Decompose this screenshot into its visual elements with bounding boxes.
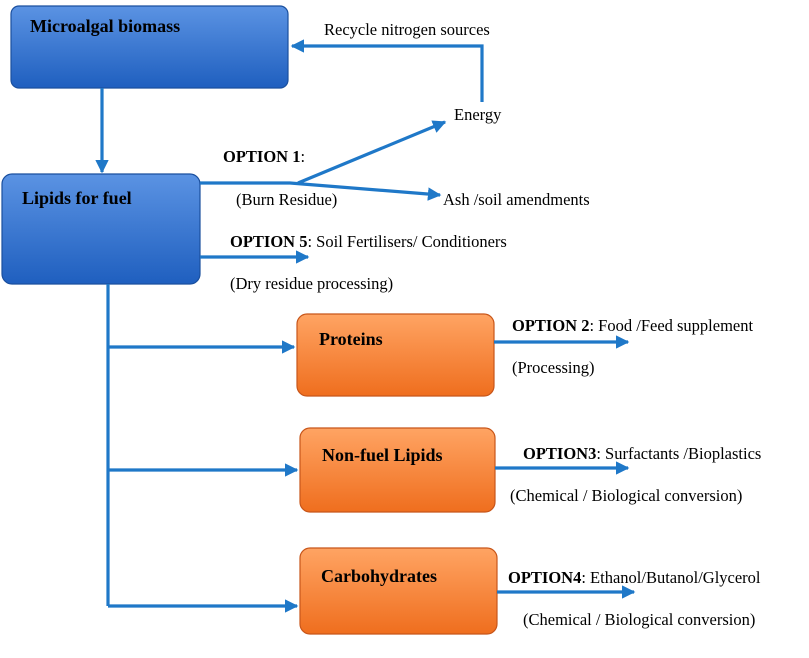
arrow-option1-ash bbox=[200, 181, 442, 201]
option5-title: OPTION 5 bbox=[230, 232, 307, 251]
box-proteins: Proteins bbox=[296, 313, 495, 397]
option4-desc: : Ethanol/Butanol/Glycerol bbox=[581, 568, 761, 587]
box-nonfuel-lipids: Non-fuel Lipids bbox=[299, 427, 496, 513]
label-recycle-nitrogen: Recycle nitrogen sources bbox=[324, 20, 490, 39]
label-option5-process: (Dry residue processing) bbox=[230, 274, 393, 293]
arrow-recycle-nitrogen bbox=[290, 39, 484, 102]
option1-colon: : bbox=[300, 147, 305, 166]
box-microalgal-biomass: Microalgal biomass bbox=[10, 5, 289, 89]
option5-desc: : Soil Fertilisers/ Conditioners bbox=[307, 232, 506, 251]
label-option2-process: (Processing) bbox=[512, 358, 594, 377]
connectors bbox=[95, 39, 636, 613]
label-option4-process: (Chemical / Biological conversion) bbox=[523, 610, 755, 629]
label-option1-process: (Burn Residue) bbox=[236, 190, 337, 209]
arrow-option1-energy bbox=[297, 120, 447, 185]
box-carbohydrates: Carbohydrates bbox=[299, 547, 498, 635]
box-lipids-for-fuel: Lipids for fuel bbox=[1, 173, 201, 285]
option1-title: OPTION 1 bbox=[223, 147, 300, 166]
label-option2: OPTION 2: Food /Feed supplement bbox=[512, 316, 753, 335]
box-carbohydrates-label: Carbohydrates bbox=[321, 566, 437, 586]
option4-title: OPTION4 bbox=[508, 568, 581, 587]
label-option3: OPTION3: Surfactants /Bioplastics bbox=[523, 444, 761, 463]
option2-desc: : Food /Feed supplement bbox=[589, 316, 753, 335]
option2-title: OPTION 2 bbox=[512, 316, 589, 335]
box-microalgal-label: Microalgal biomass bbox=[30, 16, 180, 36]
box-lipids-fuel-label: Lipids for fuel bbox=[22, 188, 132, 208]
label-option1: OPTION 1: bbox=[223, 147, 305, 166]
label-option3-process: (Chemical / Biological conversion) bbox=[510, 486, 742, 505]
label-energy: Energy bbox=[454, 105, 502, 124]
label-option5: OPTION 5: Soil Fertilisers/ Conditioners bbox=[230, 232, 507, 251]
option3-title: OPTION3 bbox=[523, 444, 596, 463]
label-option4: OPTION4: Ethanol/Butanol/Glycerol bbox=[508, 568, 761, 587]
option3-desc: : Surfactants /Bioplastics bbox=[596, 444, 761, 463]
label-ash: Ash /soil amendments bbox=[443, 190, 590, 209]
box-proteins-label: Proteins bbox=[319, 329, 383, 349]
box-nonfuel-lipids-label: Non-fuel Lipids bbox=[322, 445, 443, 465]
